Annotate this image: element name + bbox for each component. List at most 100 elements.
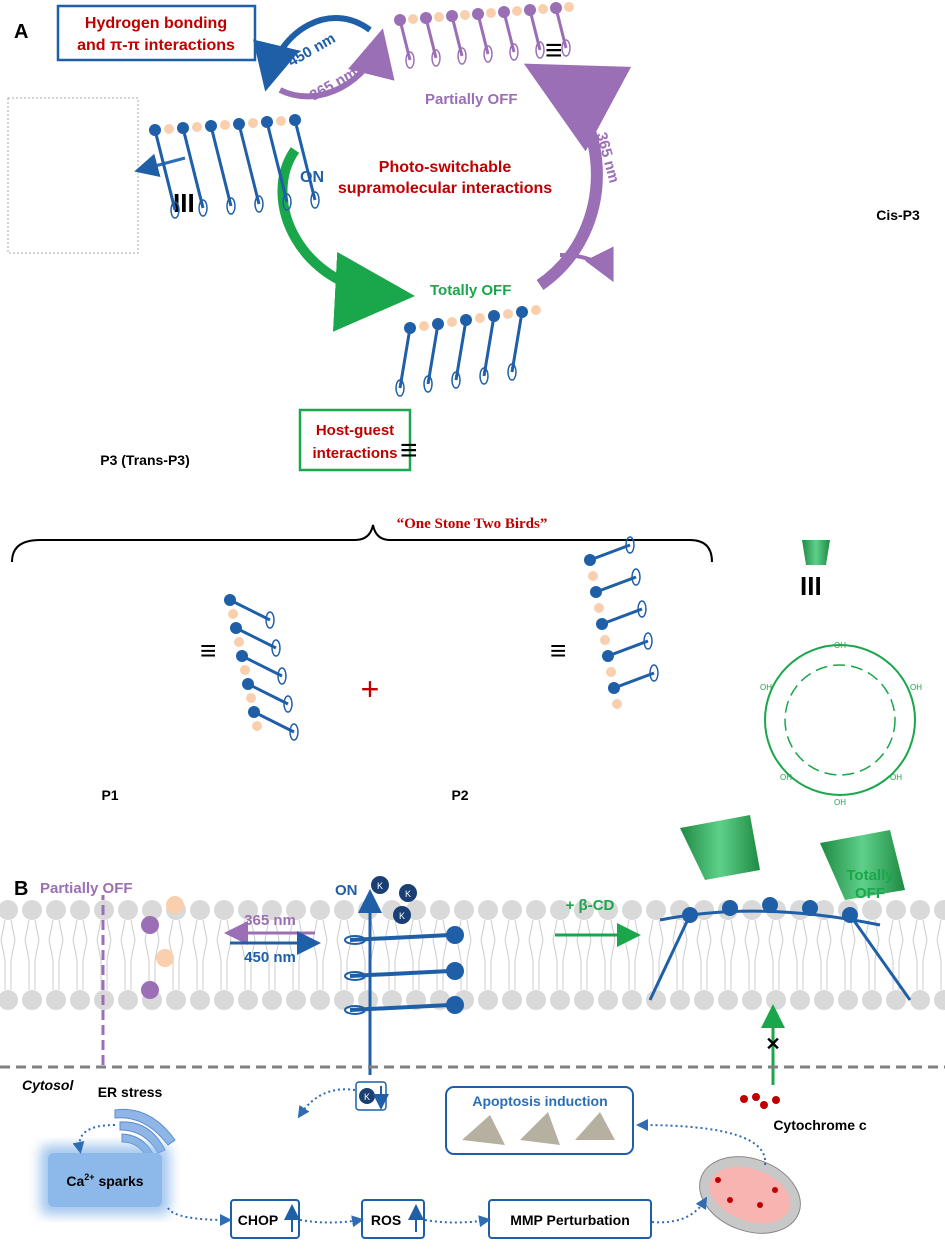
monomer-bead	[156, 949, 174, 967]
monomer-bead	[446, 962, 464, 980]
lipid-head	[526, 900, 546, 920]
arrow-365nm	[278, 28, 395, 100]
lipid-head	[910, 990, 930, 1010]
crown-ether-ring	[395, 379, 405, 397]
crown-ether-ring	[198, 199, 208, 217]
lipid-tail	[432, 919, 448, 990]
arrow-365nm-right	[523, 63, 632, 290]
svg-text:Photo-switchable: Photo-switchable	[379, 159, 512, 176]
lipid-tail	[816, 919, 832, 990]
cytochrome-c-label: Cytochrome c	[773, 1117, 867, 1133]
chop-box: CHOP	[230, 1199, 300, 1239]
azobenzene-sidechain	[601, 607, 643, 626]
trans-p3-label: P3 (Trans-P3)	[100, 452, 189, 468]
lipid-head	[790, 990, 810, 1010]
lipid-head	[718, 990, 738, 1010]
svg-text:MMP Perturbation: MMP Perturbation	[510, 1212, 630, 1228]
svg-text:Hydrogen bonding: Hydrogen bonding	[85, 15, 227, 32]
lipid-head	[934, 990, 945, 1010]
lipid-head	[670, 990, 690, 1010]
azobenzene-sidechain	[502, 11, 516, 53]
azobenzene-sidechain	[349, 969, 451, 978]
lipid-bilayer	[0, 896, 945, 1015]
crown-ether-ring	[457, 47, 467, 65]
monomer-bead	[192, 122, 202, 132]
crown-ether-ring	[637, 600, 647, 618]
lipid-tail	[648, 919, 664, 990]
lipid-tail	[936, 919, 942, 990]
svg-text:OH: OH	[834, 798, 846, 807]
azobenzene-sidechain	[607, 639, 649, 658]
lipid-head	[502, 990, 522, 1010]
monomer-bead	[246, 693, 256, 703]
lipid-tail	[96, 919, 112, 990]
azobenzene-sidechain	[229, 598, 271, 622]
totally-off-b: Totally	[846, 867, 894, 884]
lipid-tail	[24, 919, 40, 990]
lipid-head	[190, 990, 210, 1010]
er-stress-label: ER stress	[98, 1084, 163, 1100]
lipid-tail	[168, 919, 184, 990]
cyclodextrin-icon	[802, 540, 830, 565]
lipid-head	[886, 900, 906, 920]
lipid-head	[430, 900, 450, 920]
cyclodextrin-cups	[680, 815, 905, 900]
p2-label: P2	[451, 787, 468, 803]
azobenzene-sidechain	[482, 315, 496, 377]
lipid-head	[694, 990, 714, 1010]
svg-text:supramolecular interactions: supramolecular interactions	[338, 180, 552, 197]
monomer-bead	[475, 313, 485, 323]
equivalent-symbol-3: ≡	[200, 635, 216, 666]
monomer-bead	[762, 897, 778, 913]
cytochrome-c-dots	[740, 1093, 780, 1109]
monomer-bead	[252, 721, 262, 731]
azobenzene-sidechain	[426, 323, 440, 385]
azobenzene-sidechain	[209, 125, 233, 207]
lipid-head	[0, 990, 18, 1010]
crown-ether-ring	[625, 536, 635, 554]
lipid-head	[478, 900, 498, 920]
lipid-tail	[600, 919, 616, 990]
lipid-head	[598, 900, 618, 920]
azobenzene-sidechain	[398, 327, 412, 389]
crown-ether-ring	[483, 45, 493, 63]
partially-off-label: Partially OFF	[425, 91, 518, 108]
lipid-head	[526, 990, 546, 1010]
azobenzene-sidechain	[293, 119, 317, 201]
panel-a-label: A	[14, 21, 28, 43]
lipid-tail	[216, 919, 232, 990]
lipid-tail	[360, 919, 376, 990]
lipid-head	[622, 900, 642, 920]
apoptosis-box: Apoptosis induction	[445, 1086, 634, 1155]
azobenzene-sidechain	[253, 710, 295, 734]
beta-cd-label: + β-CD	[566, 897, 615, 914]
lipid-tail	[912, 919, 928, 990]
lipid-head	[214, 990, 234, 1010]
lipid-tail	[384, 919, 400, 990]
azobenzene-sidechain	[613, 671, 655, 690]
crown-ether-ring	[271, 639, 281, 657]
crown-ether-ring	[282, 193, 292, 211]
hbond-inset	[7, 97, 139, 254]
lipid-head	[646, 990, 666, 1010]
lipid-tail	[408, 919, 424, 990]
crown-ether-ring	[535, 41, 545, 59]
lipid-tail	[528, 919, 544, 990]
lipid-head	[286, 900, 306, 920]
lipid-head	[910, 900, 930, 920]
lipid-head	[478, 990, 498, 1010]
azobenzene-sidechain	[450, 15, 464, 57]
potassium-ions: K K K	[371, 876, 417, 924]
lipid-head	[46, 900, 66, 920]
crown-ether-ring	[431, 49, 441, 67]
crown-ether-ring	[344, 935, 366, 945]
lipid-tail	[120, 919, 136, 990]
monomer-bead	[612, 699, 622, 709]
wavelength-365-b: 365 nm	[244, 912, 296, 929]
svg-text:OFF: OFF	[855, 885, 885, 902]
svg-text:K: K	[399, 911, 405, 921]
ca-sparks-box: Ca2+ sparks	[40, 1145, 170, 1215]
svg-text:Host-guest: Host-guest	[316, 422, 394, 439]
